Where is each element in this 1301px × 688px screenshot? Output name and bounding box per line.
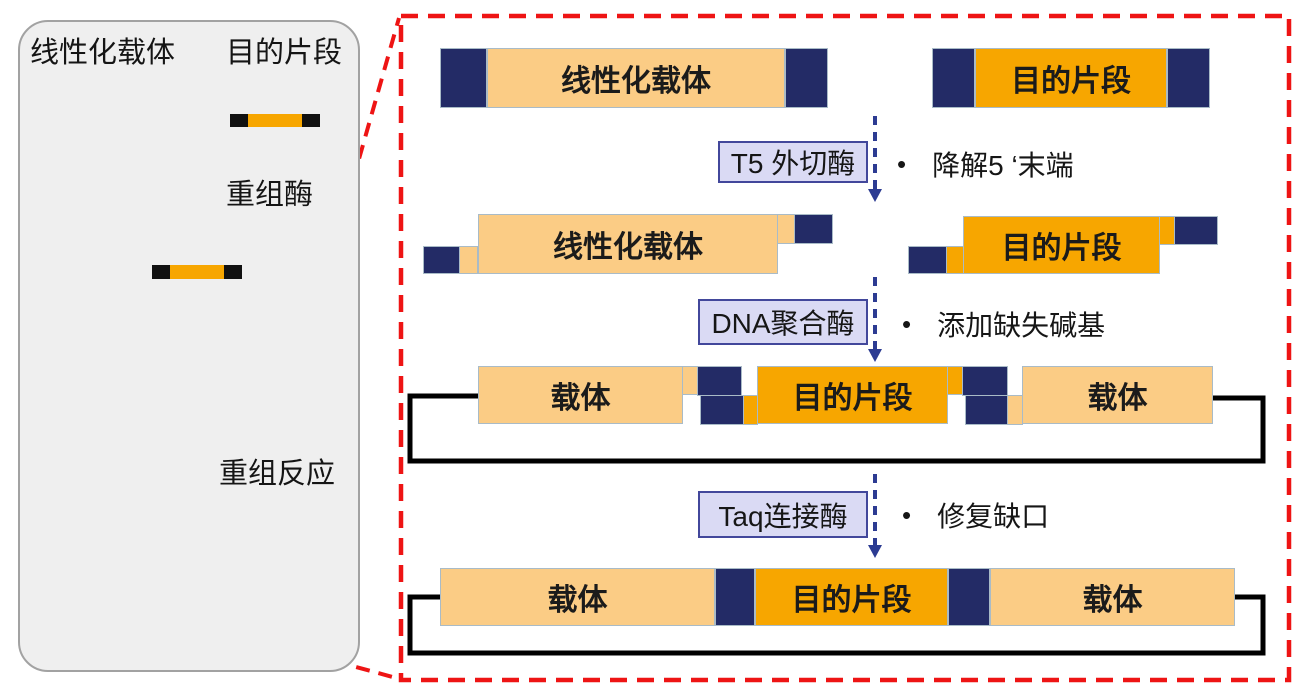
bullet-icon: • — [902, 499, 912, 530]
annealed-arm-block-top — [697, 366, 742, 396]
row4-vector-left-label: 载体 — [440, 568, 715, 626]
step1-note-text: 降解5 ‘末端 — [932, 150, 1074, 181]
step3-note: • 修复缺口 — [902, 497, 1049, 533]
homology-end-block — [302, 114, 320, 127]
row3-insert-bar: 目的片段 — [757, 366, 948, 424]
annealed-arm-block-top — [962, 366, 1008, 396]
annealed-arm-block-bottom — [700, 395, 744, 425]
overhang-arm-block — [423, 246, 461, 274]
bullet-icon: • — [902, 308, 912, 339]
vector-label: 线性化载体 — [30, 37, 176, 69]
zoom-connector-line-top — [332, 17, 401, 248]
row3-vector-right-bar: 载体 — [1022, 366, 1213, 424]
overhang-arm-block — [794, 214, 833, 244]
row1-vector-bar: 线性化载体 — [440, 48, 828, 108]
enzyme-box-dna-polymerase: DNA聚合酶 — [698, 299, 868, 345]
annealed-arm-block-bottom — [965, 395, 1008, 425]
recombination-arrow-label: 重组反应 — [219, 458, 336, 490]
recombinase-arrow-label: 重组酶 — [226, 179, 314, 211]
overhang-tab — [946, 246, 964, 274]
row1-vector-label: 线性化载体 — [487, 48, 785, 108]
homology-arm-block — [932, 48, 975, 108]
overhang-tab — [947, 366, 963, 395]
homology-arm-block — [440, 48, 487, 108]
overhang-arm-block — [1174, 216, 1218, 245]
homology-junction-block — [948, 568, 990, 626]
insert-segment — [248, 114, 302, 127]
detail-panel-outline — [398, 13, 1292, 683]
overhang-tab — [459, 246, 478, 274]
homology-arm-block — [1167, 48, 1210, 108]
step3-note-text: 修复缺口 — [937, 501, 1050, 532]
homology-end-block — [230, 114, 248, 127]
homology-junction-block — [715, 568, 755, 626]
overhang-tab — [682, 366, 698, 395]
down-arrow-icon-step2 — [868, 277, 882, 362]
overhang-tab — [1159, 216, 1175, 245]
overhang-tab — [743, 395, 758, 425]
enzyme-box-t5-exonuclease: T5 外切酶 — [718, 141, 868, 183]
insert-segment — [170, 265, 224, 279]
insert-fragment-mini-bar-2 — [152, 265, 242, 279]
down-arrow-icon-step1 — [868, 116, 882, 202]
overhang-tab — [1007, 395, 1023, 425]
row3-vector-left-bar: 载体 — [478, 366, 683, 424]
down-arrow-icon-step3 — [868, 474, 882, 558]
row4-insert-label: 目的片段 — [755, 568, 948, 626]
overhang-arm-block — [908, 246, 947, 274]
bullet-icon: • — [897, 148, 907, 179]
fragment-label: 目的片段 — [226, 37, 343, 69]
step2-note-text: 添加缺失碱基 — [937, 310, 1106, 341]
step1-note: • 降解5 ‘末端 — [897, 146, 1074, 182]
row4-vector-right-label: 载体 — [990, 568, 1235, 626]
row1-insert-bar: 目的片段 — [932, 48, 1210, 108]
homology-end-block — [224, 265, 242, 279]
backbone-loop-final — [407, 594, 1266, 656]
insert-fragment-mini-bar — [230, 114, 320, 127]
homology-end-block — [152, 265, 170, 279]
backbone-loop-annealed — [407, 393, 1266, 464]
row2-insert-bar: 目的片段 — [963, 216, 1160, 274]
step2-note: • 添加缺失碱基 — [902, 306, 1105, 342]
overhang-tab — [777, 214, 795, 244]
homology-arm-block — [785, 48, 828, 108]
enzyme-box-taq-ligase: Taq连接酶 — [698, 491, 868, 538]
row2-vector-bar: 线性化载体 — [478, 214, 778, 274]
row4-final-construct-bar: 载体 目的片段 载体 — [440, 568, 1235, 626]
overview-panel: 线性化载体 目的片段 — [18, 20, 360, 672]
row1-insert-label: 目的片段 — [975, 48, 1167, 108]
